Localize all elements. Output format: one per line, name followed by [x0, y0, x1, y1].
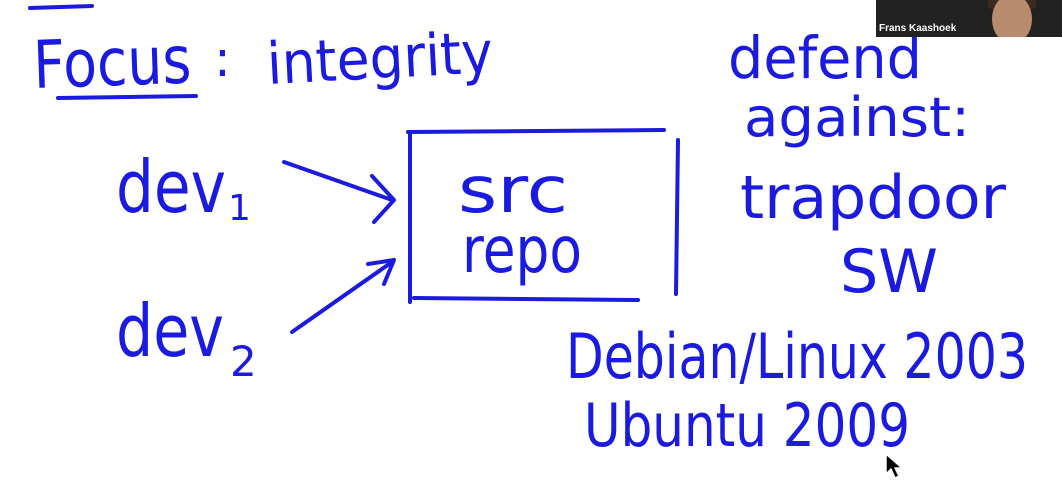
- focus-label: Focus: [32, 22, 193, 104]
- mouse-cursor-icon: [885, 453, 903, 479]
- dev2-label: dev: [116, 289, 224, 373]
- repo-line-2: repo: [462, 214, 582, 288]
- arrow-dev2-to-repo: [290, 258, 396, 334]
- defend-line-2: against:: [744, 86, 970, 149]
- repo-line-1: src: [458, 154, 568, 228]
- dev1-subscript: 1: [228, 188, 251, 229]
- dev2-subscript: 2: [230, 337, 257, 386]
- defend-line-4: SW: [840, 237, 938, 307]
- dev1-label: dev: [116, 145, 226, 229]
- arrow-dev1-to-repo: [282, 160, 396, 224]
- focus-crossbar: [28, 4, 94, 10]
- defend-line-3: trapdoor: [740, 163, 1006, 233]
- focus-colon: :: [214, 30, 231, 88]
- participant-face: [992, 0, 1032, 37]
- focus-value: integrity: [265, 18, 494, 98]
- participant-name: Frans Kaashoek: [879, 23, 957, 34]
- repo-box: [406, 128, 680, 304]
- example-line-2: Ubuntu 2009: [584, 391, 910, 461]
- focus-underline: [56, 94, 198, 100]
- example-line-1: Debian/Linux 2003: [566, 320, 1028, 393]
- participant-video-tile[interactable]: Frans Kaashoek: [876, 0, 1062, 37]
